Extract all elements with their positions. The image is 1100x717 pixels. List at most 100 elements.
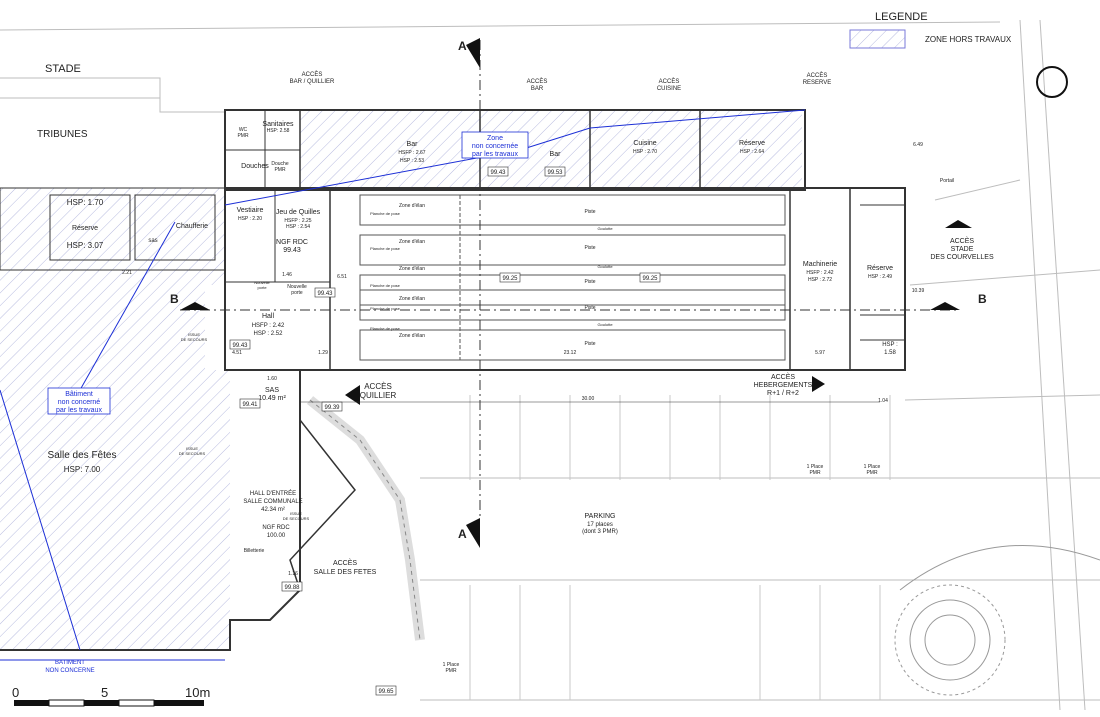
room-bar-hsp: HSP : 2.53	[400, 158, 424, 164]
room-sanitaires: Sanitaires	[262, 121, 294, 128]
goulotte-3: Goulotte	[597, 322, 613, 327]
access-reserve-sub: RESERVE	[803, 80, 832, 86]
piste-2: Piste	[584, 245, 595, 251]
planche-pose-1: Planche de pose	[370, 211, 401, 216]
access-hebergements-sub2: R+1 / R+2	[767, 390, 799, 397]
access-bar-quillier-sub: BAR / QUILLIER	[290, 79, 335, 85]
room-reserve-left-hsp2: HSP: 3.07	[67, 241, 104, 250]
room-billetterie: Billetterie	[244, 548, 265, 554]
level-10: 99.25	[502, 276, 518, 282]
bowling-lanes	[180, 40, 960, 520]
dim-221: 2.21	[122, 270, 132, 276]
legend-swatch	[849, 29, 906, 49]
room-douche-pmr-sub: PMR	[274, 167, 286, 173]
nouvelle-porte-2: Nouvelle	[287, 284, 307, 290]
dim-2312: 23.12	[564, 350, 577, 356]
notes: Zone non concernée par les travaux Bâtim…	[0, 131, 529, 674]
place-pmr-2-sub: PMR	[866, 470, 878, 476]
legend-zone-label: ZONE HORS TRAVAUX	[925, 35, 1012, 44]
room-salle-fetes: Salle des Fêtes	[48, 450, 117, 461]
room-bar: Bar	[407, 141, 419, 148]
room-vestiaire-hsp: HSP : 2.20	[238, 216, 262, 222]
dim-116: 1.16	[288, 571, 298, 577]
room-vestiaire: Vestiaire	[237, 207, 264, 214]
dim-129: 1.29	[318, 350, 328, 356]
room-labels: Sanitaires HSP: 2.58 WC PMR Douches Douc…	[48, 121, 899, 674]
room-ngf-rdc-value: 99.43	[283, 247, 301, 254]
zone-elan-2: Zone d'élan	[399, 239, 425, 245]
zone-elan-4: Zone d'élan	[399, 296, 425, 302]
room-hall-entree-area: 42.34 m²	[261, 507, 285, 513]
access-hebergements-sub: HEBERGEMENTS	[754, 382, 813, 389]
annotation-lines	[0, 109, 806, 651]
goulotte-2: Goulotte	[597, 264, 613, 269]
room-sanitaires-hsp: HSP: 2.58	[267, 128, 290, 134]
piste-4: Piste	[584, 305, 595, 311]
dim-597: 5.97	[815, 350, 825, 356]
scale-5: 5	[101, 685, 108, 700]
room-machinerie: Machinerie	[803, 261, 837, 268]
dim-649: 6.49	[913, 142, 923, 148]
access-labels: ACCÈS BAR / QUILLIER ACCÈS BAR ACCÈS CUI…	[290, 71, 994, 576]
place-pmr-3-sub: PMR	[445, 668, 457, 674]
label-tribunes: TRIBUNES	[37, 129, 88, 140]
access-bar: ACCÈS	[527, 78, 548, 85]
scale-10m: 10m	[185, 685, 210, 700]
legend-title: LEGENDE	[875, 11, 928, 23]
place-pmr-1: 1 Place	[807, 464, 824, 470]
access-portail: Portail	[940, 178, 954, 184]
access-reserve: ACCÈS	[807, 72, 828, 79]
tree	[894, 545, 1100, 696]
issue-secours-3: ISSUE	[290, 511, 302, 516]
nouvelle-porte-2-sub: porte	[291, 290, 303, 296]
room-douches: Douches	[241, 163, 269, 170]
access-bar-quillier: ACCÈS	[302, 71, 323, 78]
access-stade-sub2: DES COURVELLES	[930, 254, 994, 261]
zone-elan-3: Zone d'élan	[399, 266, 425, 272]
planche-pose-4: Planche de pose	[370, 306, 401, 311]
scale-0: 0	[12, 685, 19, 700]
room-wc-pmr: PMR	[237, 133, 249, 139]
access-salle-fetes: ACCÈS	[333, 558, 357, 567]
issue-secours-3-sub: DE SECOURS	[283, 516, 310, 521]
room-sas-area: 10.49 m²	[258, 395, 286, 402]
room-jeu-quilles-hsfp: HSFP : 2.25	[284, 218, 311, 224]
note-batiment-bottom-sub: NON CONCERNE	[45, 668, 94, 674]
room-hall-hsfp: HSFP : 2.42	[252, 323, 285, 329]
room-reserve-left-hsp1: HSP: 1.70	[67, 198, 104, 207]
parking-places: 17 places	[587, 522, 613, 528]
room-sas-small: sas	[148, 238, 157, 244]
room-jeu-quilles-hsp: HSP : 2.54	[286, 224, 310, 230]
legend: LEGENDE ZONE HORS TRAVAUX	[849, 11, 1012, 49]
issue-secours-1-sub: DE SECOURS	[181, 337, 208, 342]
dim-1039: 10.39	[912, 288, 925, 294]
room-reserve-right: Réserve	[867, 265, 893, 272]
section-b-left: B	[170, 292, 179, 306]
planche-pose-3: Planche de pose	[370, 283, 401, 288]
room-cuisine: Cuisine	[633, 140, 656, 147]
level-4: 99.43	[317, 291, 333, 297]
room-hall-entree-sub: SALLE COMMUNALE	[243, 499, 302, 505]
scale-bar: 0 5 10m	[12, 685, 210, 707]
dim-451: 4.51	[232, 350, 242, 356]
room-machinerie-hsp: HSP : 2.72	[808, 277, 832, 283]
section-arrows	[180, 38, 972, 548]
dim-30: 30.00	[582, 396, 595, 402]
access-bar-sub: BAR	[531, 86, 544, 92]
access-stade: ACCÈS	[950, 236, 974, 245]
dim-651: 6.51	[337, 274, 347, 280]
access-quillier: ACCÈS	[364, 382, 392, 391]
level-7: 99.41	[242, 402, 258, 408]
room-hall-hsp: HSP : 2.52	[254, 331, 284, 337]
nouvelle-porte-1-sub: porte	[257, 285, 267, 290]
zone-elan-1: Zone d'élan	[399, 203, 425, 209]
access-hebergements: ACCÈS	[771, 372, 795, 381]
note-zone-sub2: par les travaux	[472, 151, 518, 158]
room-ngf-rdc-2: NGF RDC	[262, 525, 290, 531]
level-1: 99.43	[490, 170, 506, 176]
dimensions: 30.00 1.04 2.21 6.49 10.39 23.12 4.51 5.…	[122, 142, 924, 577]
note-batiment: Bâtiment	[65, 391, 93, 398]
building-walls	[0, 109, 906, 651]
level-3: 99.25	[642, 276, 658, 282]
